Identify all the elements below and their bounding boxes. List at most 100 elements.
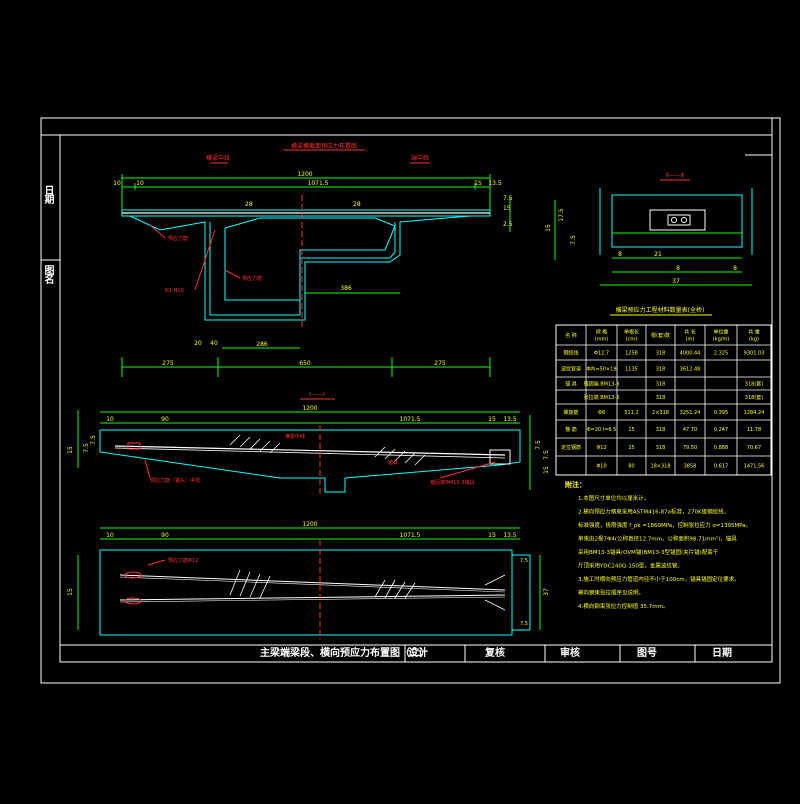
svg-text:8: 8 (733, 265, 737, 272)
svg-text:10: 10 (113, 180, 121, 187)
svg-text:锚固端ΦM15-3锚具: 锚固端ΦM15-3锚具 (430, 479, 475, 486)
svg-text:386: 386 (340, 285, 352, 292)
table-header-cell: (mm) (595, 337, 609, 343)
review-label: 复核 (485, 648, 505, 659)
svg-text:2.5: 2.5 (503, 221, 513, 228)
svg-text:N1-N10: N1-N10 (165, 288, 184, 294)
svg-text:15: 15 (488, 532, 496, 539)
design-label: 设计 (408, 648, 428, 659)
svg-text:13.5: 13.5 (488, 180, 502, 187)
svg-text:7.5: 7.5 (520, 621, 528, 627)
table-cell: 318 (656, 351, 666, 357)
svg-text:预应力筋: 预应力筋 (242, 275, 262, 282)
table-cell: 张拉端 BM13-3 (584, 394, 620, 401)
table-header-cell: 单根长 (624, 329, 639, 336)
table-cell: 锚 具 (565, 381, 577, 388)
table-cell: Φ10 (596, 464, 606, 470)
svg-text:7.5: 7.5 (90, 435, 97, 445)
svg-text:17.5: 17.5 (558, 208, 565, 222)
drawing-no-label: 图号 (637, 648, 657, 659)
svg-text:15: 15 (67, 588, 74, 596)
svg-text:13.5: 13.5 (503, 416, 517, 423)
table-cell: 0.395 (714, 410, 728, 416)
table-cell: 80 (628, 464, 634, 470)
table-cell: 318 (656, 427, 666, 433)
svg-text:7.5: 7.5 (570, 235, 577, 245)
svg-text:37: 37 (672, 278, 680, 285)
table-cell: 318 (656, 382, 666, 388)
svg-text:7.5: 7.5 (543, 450, 550, 460)
date-label: 日期 (712, 648, 732, 659)
svg-text:7.5: 7.5 (83, 443, 90, 453)
table-cell: 1135 (625, 367, 638, 373)
table-cell: Φ=20 l=6.5 (587, 427, 617, 433)
svg-text:286: 286 (256, 341, 268, 348)
section-I-heading: Ⅰ——Ⅰ (309, 391, 325, 398)
table-header-cell: (m) (686, 337, 695, 343)
svg-text:15: 15 (67, 446, 74, 454)
table-cell: 3251.24 (680, 410, 701, 416)
table-cell: 钢绞线 (563, 350, 578, 357)
svg-text:预应力筋: 预应力筋 (168, 235, 188, 242)
table-cell: 波纹管道 (561, 366, 581, 373)
table-cell: 0.888 (714, 445, 728, 451)
svg-text:预应力筋Φ12: 预应力筋Φ12 (168, 557, 198, 564)
table-cell: 2×318 (652, 410, 669, 416)
table-header-cell: 单位重 (713, 329, 728, 336)
svg-text:10: 10 (106, 532, 114, 539)
table-header-cell: 共 长 (684, 329, 696, 336)
table-cell: 70.67 (747, 445, 761, 451)
table-cell: 318 (656, 445, 666, 451)
svg-text:40: 40 (210, 340, 218, 347)
side-label-name: 图名 (42, 265, 53, 283)
svg-text:90: 90 (161, 416, 169, 423)
notes-heading: 附注： (565, 480, 586, 489)
svg-text:15: 15 (503, 205, 511, 212)
note-line: 3.施工时横向预应力管道内径不小于100cm，锚具锚固定位要求。 (578, 575, 740, 583)
table-header-cell: (kg/m) (713, 337, 730, 343)
table-cell: 箍 筋 (565, 426, 577, 433)
table-cell: 3612.48 (680, 367, 701, 373)
table-cell: 1284.24 (744, 410, 765, 416)
note-line: 4.横向钢束张拉力控制值 35.7mm。 (578, 602, 668, 610)
svg-text:15: 15 (474, 180, 482, 187)
svg-text:15: 15 (545, 224, 552, 232)
table-cell: 锚固端 BM13-3 (584, 381, 620, 388)
table-cell: 18×318 (650, 464, 670, 470)
note-line: 采用BM13-3锚具(OVM锚)BM13-3型锚固(夹片锚)配套千 (578, 548, 719, 556)
svg-text:横梁中线: 横梁中线 (285, 433, 305, 440)
svg-text:28: 28 (245, 201, 253, 208)
svg-text:15: 15 (488, 416, 496, 423)
plan-view: 1200 10 90 1071.5 15 13.5 15 37 7.5 7.5 … (67, 521, 550, 640)
cross-section: 横梁横截面预应力布置图 横梁中线 端中线 10 10 1200 1071.5 1… (113, 142, 513, 377)
cross-section-heading: 横梁横截面预应力布置图 (291, 142, 357, 150)
table-cell: Φ12.7 (594, 351, 609, 357)
table-cell: 3858 (684, 464, 697, 470)
svg-text:275: 275 (434, 360, 446, 367)
svg-text:37: 37 (543, 588, 550, 596)
material-table: 横梁预应力工程材料数量表(全桥) 名 称规 格(mm)单根长(cm)根(套)数共… (555, 306, 772, 476)
table-cell: 318 (656, 395, 666, 401)
svg-text:7.5: 7.5 (535, 440, 542, 450)
svg-text:15: 15 (543, 466, 550, 474)
svg-text:90: 90 (161, 532, 169, 539)
inner-frame (59, 134, 773, 663)
table-header-cell: (cm) (626, 337, 638, 343)
right-center-label: 端中线 (411, 154, 429, 162)
table-cell: 9301.03 (744, 351, 765, 357)
note-line: 横向钢束张拉顺序见说明。 (578, 589, 644, 597)
section-II-heading: Ⅱ——Ⅱ (666, 172, 684, 179)
table-cell: 1258 (625, 351, 638, 357)
table-cell: 螺旋筋 (563, 409, 578, 416)
table-cell: 15 (628, 427, 634, 433)
table-header-cell: 根(套)数 (651, 332, 670, 339)
approve-label: 审核 (560, 648, 580, 659)
table-cell: Φ8 (598, 410, 605, 416)
svg-text:1200: 1200 (302, 521, 317, 528)
svg-text:1200: 1200 (302, 405, 317, 412)
note-line: 标准强度，极限强度 f_pk =1860MPa，控制张拉应力 σ=1395MPa… (578, 521, 751, 529)
svg-text:10: 10 (106, 416, 114, 423)
svg-text:预应力筋（锚头）中线: 预应力筋（锚头）中线 (150, 477, 200, 484)
drawing-title: 主梁端梁段、横向预应力布置图（二） (260, 648, 430, 659)
